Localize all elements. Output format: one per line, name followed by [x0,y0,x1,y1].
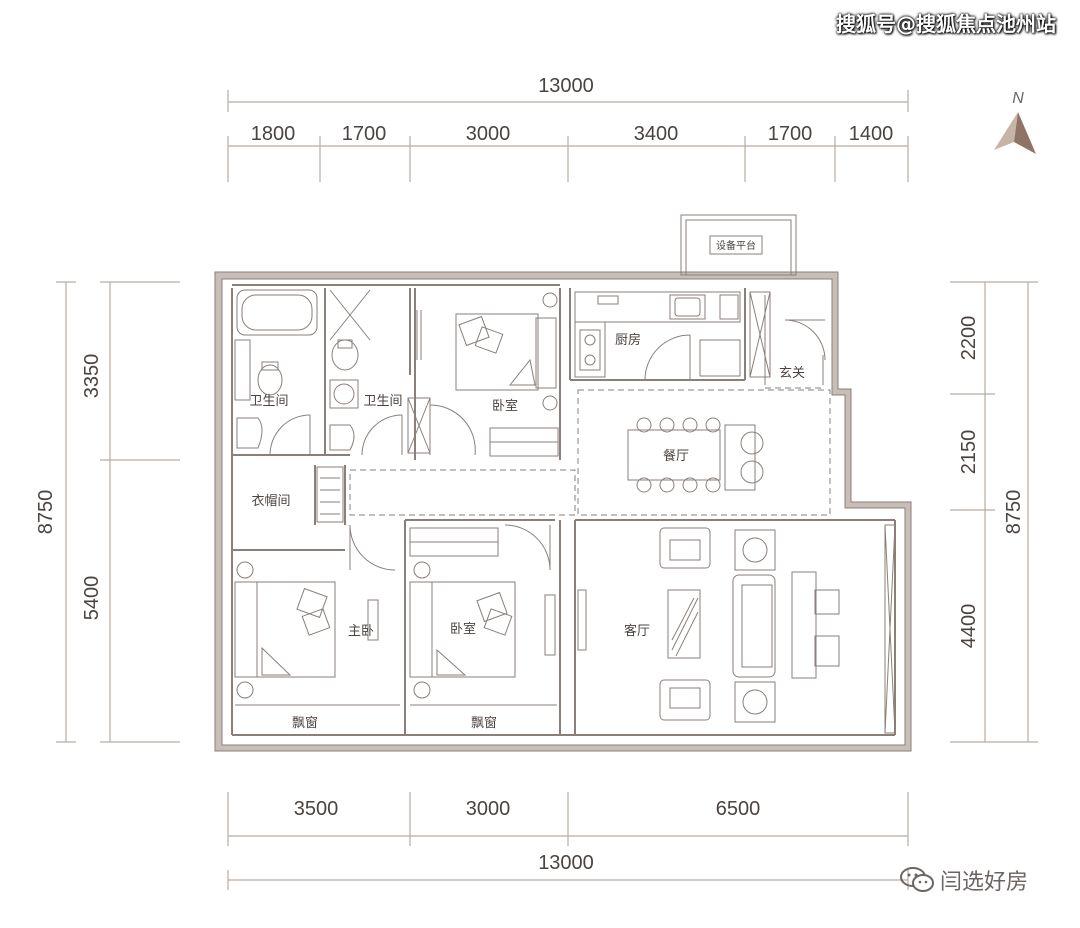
entry-fixtures [764,295,824,385]
label-living: 客厅 [624,623,650,639]
label-bath2: 卫生间 [363,394,402,409]
dim-bottom-total: 13000 [538,852,594,874]
dim-right-1: 2200 [958,316,980,361]
dim-top-1: 1800 [251,123,296,145]
compass: N [994,90,1036,154]
label-bedroom-north: 卧室 [492,398,518,414]
label-cloakroom: 衣帽间 [251,493,290,509]
watermark: 搜狐号@搜狐焦点池州站 [836,12,1056,36]
dim-bottom-1: 3500 [294,798,339,820]
room-labels: 卫生间 卫生间 卧室 厨房 玄关 设备平台 餐厅 衣帽间 主卧 卧室 客厅 飘窗… [249,239,805,731]
top-dimension-lines [227,90,909,182]
kitchen-fixtures [574,291,771,378]
cloakroom-rack [316,466,344,523]
label-platform: 设备平台 [716,239,756,252]
right-dimension-lines [950,281,1038,743]
label-bay1: 飘窗 [292,715,318,731]
walls [214,271,912,752]
dim-left-1: 3350 [81,354,103,399]
brand-tag: 闫选好房 [900,864,1028,896]
bottom-dimension-lines [227,792,909,890]
label-kitchen: 厨房 [615,332,641,348]
dining-furniture [627,417,764,493]
dim-top-4: 3400 [634,123,679,145]
compass-north-label: N [1012,90,1024,107]
label-bay2: 飘窗 [471,715,497,731]
door-swings [269,319,826,571]
label-entry: 玄关 [779,366,805,381]
dim-left-2: 5400 [81,576,103,621]
dim-bottom-3: 6500 [716,798,761,820]
wechat-icon [900,867,934,892]
bedroom-south-furniture [409,527,557,706]
living-furniture [577,524,896,734]
label-bath1: 卫生间 [249,394,288,409]
dimension-labels: 13000 1800 1700 3000 3400 1700 1400 3500… [35,75,1025,874]
bath1-fixtures [234,289,431,454]
dim-right-total: 8750 [1003,490,1025,535]
brand-name: 闫选好房 [940,870,1029,895]
bedroom-north-furniture [416,292,559,457]
dim-top-5: 1700 [768,123,813,145]
dim-right-2: 2150 [958,430,980,475]
dim-top-3: 3000 [466,123,511,145]
dim-top-total: 13000 [538,75,594,97]
label-dining: 餐厅 [663,448,689,464]
dim-top-6: 1400 [849,123,894,145]
master-bedroom-furniture [234,561,400,706]
interior-walls [231,284,896,736]
left-dimension-lines [56,281,180,743]
compass-arrow-icon [994,112,1018,150]
label-master: 主卧 [348,624,374,639]
dim-left-total: 8750 [35,490,57,535]
dashed-zones [349,387,831,516]
dim-top-2: 1700 [342,123,387,145]
label-bedroom-south: 卧室 [450,621,476,637]
dim-bottom-2: 3000 [466,798,511,820]
dim-right-3: 4400 [958,604,980,649]
